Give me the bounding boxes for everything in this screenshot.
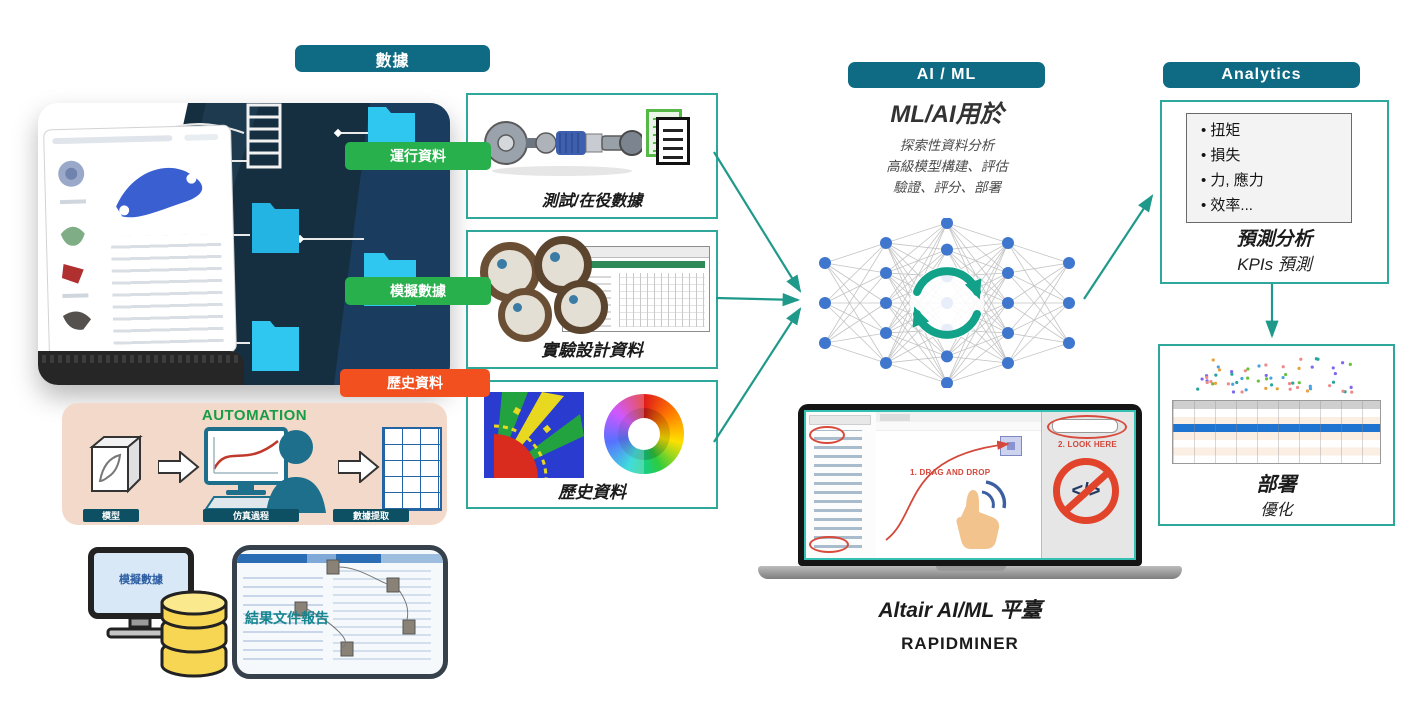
drag-arrow (885, 440, 1010, 541)
kpi-list: 扭矩 損失 力, 應力 效率... (1186, 113, 1352, 223)
ml-usage-block: ML/AI用於 探索性資料分析 高級模型構建、評估 驗證、評分、部署 (842, 94, 1052, 198)
laptop-base (758, 566, 1182, 579)
cad-part-graphic (116, 167, 203, 218)
ml-usage-title: ML/AI用於 (890, 101, 1004, 128)
label-operational-data: 運行資料 (345, 142, 491, 170)
platform-brand: RAPIDMINER (901, 634, 1019, 653)
ml-usage-line: 驗證、評分、部署 (893, 180, 1001, 195)
drag-drop-annotation: 1. DRAG AND DROP (910, 468, 991, 477)
operator-annotation-circle (809, 536, 849, 553)
bearing-icon (554, 280, 608, 334)
flow-arrow-icon (158, 451, 200, 483)
analytics-box: 扭矩 損失 力, 應力 效率... 預測分析 KPIs 預測 (1160, 100, 1389, 284)
flow-arrow-icon (338, 451, 380, 483)
automation-step-model: 模型 (83, 509, 139, 522)
results-report-widget: 結果文件報告 (232, 545, 448, 679)
rapidminer-laptop: 1. DRAG AND DROP 2. LOOK HERE </> (798, 404, 1142, 566)
header-analytics: Analytics (1163, 62, 1360, 88)
report-label: 結果文件報告 (245, 610, 329, 626)
powertrain-graphic (484, 121, 642, 176)
history-caption: 歷史資料 (558, 483, 626, 502)
automation-step-extraction: 數據提取 (333, 509, 409, 522)
header-data: 數據 (295, 45, 490, 72)
deployment-title: 部署 (1256, 474, 1297, 496)
data-table-icon (382, 427, 442, 511)
fea-section-graphic (484, 392, 584, 478)
highlighted-row (1173, 424, 1380, 432)
no-code-icon: </> (1053, 458, 1119, 524)
document-icon (646, 109, 690, 165)
test-data-box: 測試/在役數據 (466, 93, 718, 219)
operator-annotation-circle (809, 426, 845, 444)
simulation-data-icon: 模擬數據 (86, 545, 236, 680)
header-ai-ml: AI / ML (848, 62, 1045, 88)
ml-usage-line: 高級模型構建、評估 (886, 159, 1008, 174)
report-flow-lines (294, 559, 416, 657)
neural-network (812, 217, 1082, 389)
analytics-title: 預測分析 (1236, 229, 1313, 250)
deployment-box: 部署 優化 (1158, 344, 1395, 526)
bearing-icon (498, 288, 552, 342)
label-historical-data: 歷史資料 (340, 369, 490, 397)
kpi-scatter (1196, 357, 1354, 394)
ladder-icon (246, 103, 282, 169)
label-simulation-data: 模擬數據 (345, 277, 491, 305)
kpi-item: 效率... (1201, 193, 1351, 218)
kpi-item: 力, 應力 (1201, 168, 1351, 193)
app-mockup (43, 124, 237, 358)
parameters-panel: 2. LOOK HERE </> (1041, 412, 1134, 558)
kpi-item: 損失 (1201, 143, 1351, 168)
analytics-subtitle: KPIs 預測 (1237, 255, 1312, 274)
ml-usage-line: 探索性資料分析 (899, 138, 995, 153)
automation-title: AUTOMATION (201, 407, 308, 424)
history-data-box: 歷史資料 (466, 380, 718, 509)
laptop-base-edge (38, 351, 244, 385)
doe-caption: 實驗設計資料 (541, 341, 643, 360)
automation-panel: AUTOMATION 模型 仿真過程 數據提取 (62, 403, 447, 525)
operators-panel (806, 412, 877, 558)
cycle-icon (910, 266, 984, 340)
database-icon (160, 590, 228, 678)
automation-step-simulation: 仿真過程 (203, 509, 299, 522)
deployment-subtitle: 優化 (1260, 502, 1293, 519)
look-here-annotation: 2. LOOK HERE (1058, 440, 1117, 449)
model-cube-icon (89, 434, 143, 494)
look-here-circle (1047, 415, 1127, 439)
touch-hand-icon (956, 480, 1007, 549)
part-thumbnails (58, 160, 92, 330)
results-table (1172, 400, 1381, 464)
monitor-screen-label: 模擬數據 (119, 574, 163, 586)
rapidminer-screen: 1. DRAG AND DROP 2. LOOK HERE </> (804, 410, 1136, 560)
simulation-person-icon (204, 427, 326, 513)
rotor-fea-graphic (604, 394, 684, 474)
test-data-caption: 測試/在役數據 (541, 193, 643, 210)
kpi-item: 扭矩 (1201, 118, 1351, 143)
platform-caption: Altair AI/ML 平臺 (878, 599, 1042, 622)
process-canvas: 1. DRAG AND DROP (876, 412, 1042, 558)
doe-data-box: 實驗設計資料 (466, 230, 718, 369)
